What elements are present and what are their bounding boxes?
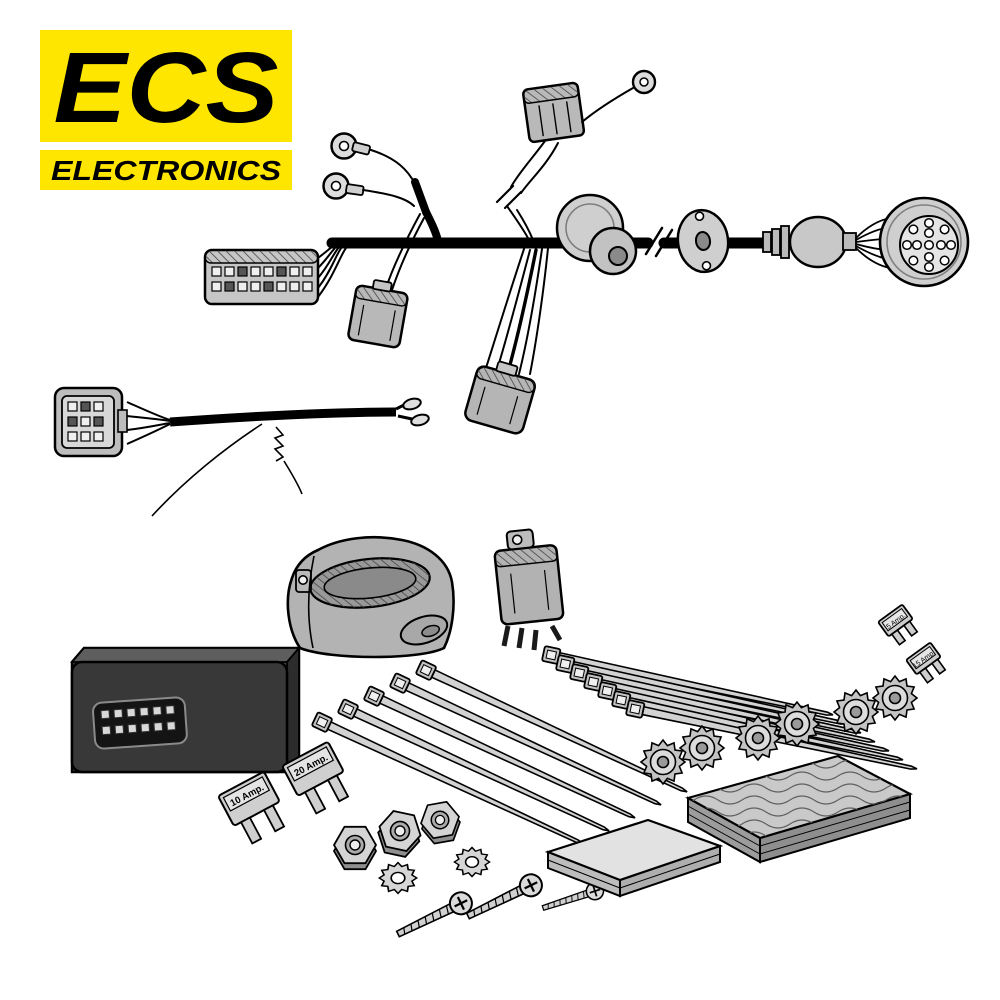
foam-pad-plain bbox=[544, 818, 724, 898]
logo-background bbox=[40, 30, 292, 142]
blade-fuse-10amp: 10 Amp. bbox=[217, 770, 293, 849]
cable-break-mark bbox=[495, 184, 523, 210]
secondary-trunk-cable bbox=[169, 407, 397, 427]
foam-pad-textured bbox=[685, 754, 913, 864]
secondary-harness bbox=[53, 386, 430, 517]
round-multipin-connector bbox=[878, 196, 970, 288]
branch-connector bbox=[464, 247, 549, 435]
lock-washers bbox=[378, 846, 491, 895]
spade-terminals bbox=[395, 397, 430, 427]
relay-component bbox=[493, 528, 565, 651]
vehicle-connector-block bbox=[203, 243, 347, 306]
relay-pins bbox=[501, 624, 563, 651]
logo-subtitle-background bbox=[40, 150, 292, 190]
main-wiring-harness bbox=[203, 69, 970, 435]
connector-pins bbox=[67, 401, 104, 442]
rubber-boot bbox=[762, 215, 857, 269]
connector-pin-holes bbox=[901, 217, 957, 273]
ring-terminals bbox=[322, 132, 442, 291]
logo-subtitle-text: ELECTRONICS bbox=[51, 155, 281, 186]
loose-wires bbox=[151, 423, 303, 517]
screws bbox=[392, 869, 607, 945]
blade-fuse-20amp: 20 Amp. bbox=[281, 740, 357, 819]
mounting-hole bbox=[297, 574, 308, 585]
mounting-plate bbox=[676, 208, 730, 274]
cable-break-mark bbox=[644, 226, 674, 258]
mini-fuse-15amp: 15 Amp. bbox=[905, 641, 950, 686]
secondary-wires bbox=[126, 401, 171, 445]
round-socket bbox=[555, 193, 638, 276]
secondary-connector-block bbox=[53, 386, 128, 458]
harness-relay bbox=[495, 69, 657, 241]
square-module-connector bbox=[347, 279, 409, 349]
ecs-logo: ECS ELECTRONICS bbox=[40, 30, 292, 190]
socket-housing-cover bbox=[286, 535, 455, 659]
hex-nuts bbox=[333, 799, 464, 871]
mini-fuse-5amp: 5 Amp. bbox=[877, 603, 922, 648]
connector-pins bbox=[211, 266, 313, 292]
kit-components: 5 Amp. 15 Amp. 10 Amp. 20 Amp. bbox=[70, 528, 950, 945]
ecu-connector-slot bbox=[92, 696, 188, 750]
connector-wires bbox=[317, 243, 347, 298]
logo-brand-text: ECS bbox=[54, 32, 279, 144]
ecu-module bbox=[70, 645, 301, 775]
